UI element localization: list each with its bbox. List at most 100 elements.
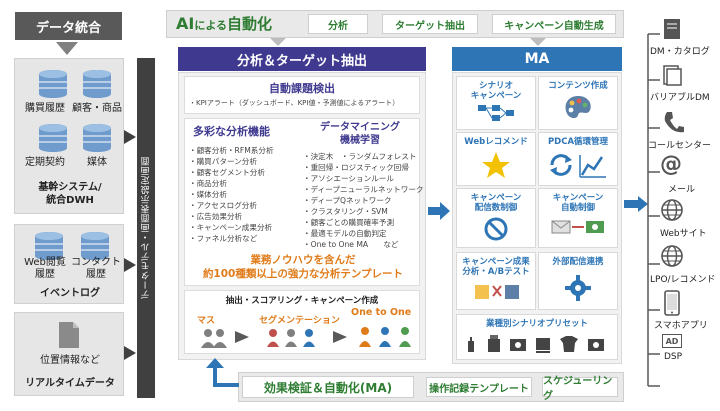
db-label-customer: 顧客・商品 (72, 103, 122, 114)
step-mass: マス (197, 316, 216, 326)
channel-variable-dm: バリアブルDM (650, 93, 710, 103)
tile-pdca[interactable]: PDCA循環管理 (538, 132, 618, 186)
scenario-flow-icon (478, 105, 514, 121)
core-system-label: 基幹システム/ 統合DWH (38, 182, 102, 206)
multi-item: ・購買パターン分析 (189, 157, 257, 166)
tile-external-delivery[interactable]: 外部配信連携 (538, 252, 618, 310)
mining-item: ・最適モデルの自動判定 (303, 229, 387, 238)
extract-card: 抽出・スコアリング・キャンペーン作成 マス セグメンテーション One to O… (184, 290, 420, 354)
mining-title: データマイニング 機械学習 (320, 122, 400, 146)
document-icon (59, 322, 79, 348)
chip-target-extraction[interactable]: ターゲット抽出 (382, 14, 478, 34)
multi-item: ・広告効果分析 (189, 212, 243, 221)
individual-persons-icon (359, 327, 411, 347)
mining-item: ・ディープQネットワーク (303, 196, 392, 205)
multi-item: ・媒体分析 (189, 190, 227, 199)
right-arrow-icon (124, 346, 136, 360)
database-icon (35, 232, 63, 260)
db-label-purchase: 購買履歴 (25, 103, 65, 114)
people-group-icon (201, 329, 227, 348)
globe-icon (661, 199, 683, 221)
ma-header: MA (452, 47, 622, 71)
industry-icons (468, 335, 604, 353)
mining-item: ・One to One MA など (303, 240, 399, 249)
smartphone-icon (664, 290, 680, 316)
db-label-contact-history: コンタクト 履歴 (71, 257, 121, 280)
analysis-header: 分析＆ターゲット抽出 (178, 47, 426, 71)
analysis-functions-card: 多彩な分析機能 ・顧客分析・RFM系分析・購買パターン分析・顧客セグメント分析・… (184, 118, 424, 286)
multi-list: ・顧客分析・RFM系分析・購買パターン分析・顧客セグメント分析・商品分析・媒体分… (189, 145, 299, 244)
multi-item: ・商品分析 (189, 179, 227, 188)
channel-bracket (647, 33, 660, 387)
catalog-icon (664, 19, 680, 39)
ad-icon: AD (662, 334, 682, 348)
phone-icon (664, 112, 684, 133)
tile-auto-control[interactable]: キャンペーン 自動制御 (538, 188, 618, 248)
at-sign-icon: @ (660, 152, 682, 177)
tile-industry-preset[interactable]: 業種別シナリオプリセット (456, 314, 618, 360)
right-arrow-icon (428, 202, 450, 220)
channel-lpo-recommend: LPO/レコメンド (650, 275, 716, 285)
db-label-web-history: Web閲覧 履歴 (24, 257, 66, 280)
mining-item: ・重回帰・ロジスティック回帰 (303, 163, 409, 172)
right-arrow-icon (124, 258, 136, 272)
chip-operation-template[interactable]: 操作記録テンプレート (426, 377, 532, 397)
multi-item: ・顧客セグメント分析 (189, 168, 265, 177)
multi-item: ・顧客分析・RFM系分析 (189, 146, 274, 155)
down-arrow-icon (56, 42, 78, 55)
auto-delivery-icon (551, 220, 604, 234)
channel-website: Webサイト (660, 229, 707, 239)
right-arrow-icon (624, 196, 648, 212)
tile-content-creation[interactable]: コンテンツ作成 (538, 76, 618, 130)
tile-web-recommend[interactable]: Webレコメンド (456, 132, 536, 186)
mining-item: ・クラスタリング・SVM (303, 207, 388, 216)
channel-smartphone-app: スマホアプリ (654, 321, 708, 331)
mining-item: ・決定木 ・ランダムフォレスト (303, 152, 417, 161)
data-model-settings-bar[interactable]: データモデル・画面表示設定画面 (137, 58, 155, 398)
event-log-label: イベントログ (40, 288, 100, 299)
auto-task-title: 自動課題検出 (269, 82, 335, 95)
right-arrow-icon (333, 331, 347, 343)
mining-item: ・アソシエーションルール (303, 174, 394, 183)
channel-dsp: DSP (664, 352, 683, 362)
extract-title: 抽出・スコアリング・キャンペーン作成 (225, 296, 379, 306)
multi-item: ・アクセスログ分析 (189, 201, 257, 210)
down-arrow-icon (270, 38, 286, 46)
auto-task-desc: ・KPIアラート（ダッシュボード、KPI値・予測値によるアラート） (189, 99, 400, 107)
right-arrow-icon (124, 130, 136, 144)
step-segmentation: セグメンテーション (259, 316, 340, 326)
channel-call-center: コールセンター (648, 141, 712, 151)
realtime-box: 位置情報など リアルタイムデータ (14, 312, 124, 396)
feedback-arrow-icon (206, 358, 239, 387)
data-integration-header: データ統合 (15, 12, 122, 40)
database-icon (81, 232, 109, 260)
prohibit-icon (484, 217, 508, 241)
event-log-box: Web閲覧 履歴 コンタクト 履歴 イベントログ (14, 224, 124, 304)
tile-delivery-control[interactable]: キャンペーン 配信数制御 (456, 188, 536, 248)
template-text: 業務ノウハウを含んだ 約100種類以上の強力な分析テンプレート (202, 254, 404, 280)
database-icon (83, 70, 111, 98)
down-arrow-icon (530, 38, 546, 46)
right-arrow-icon (235, 331, 249, 343)
multi-item: ・キャンペーン成果分析 (189, 223, 273, 232)
mining-list: ・決定木 ・ランダムフォレスト・重回帰・ロジスティック回帰・アソシエーションルー… (303, 151, 424, 250)
pdca-cycle-icon (550, 154, 606, 178)
mining-item: ・顧客ごとの購買確率予測 (303, 218, 395, 227)
chip-campaign-autogen[interactable]: キャンペーン自動生成 (492, 14, 616, 34)
chip-scheduling[interactable]: スケジューリング (542, 376, 618, 402)
database-icon (39, 70, 67, 98)
database-icon (83, 124, 111, 152)
auto-task-card: 自動課題検出 ・KPIアラート（ダッシュボード、KPI値・予測値によるアラート） (184, 76, 420, 114)
database-icon (39, 124, 67, 152)
db-label-media: 媒体 (87, 157, 107, 168)
multi-title: 多彩な分析機能 (193, 125, 270, 138)
multi-item: ・ファネル分析など (189, 234, 258, 243)
effect-verification-title: 効果検証＆自動化(MA) (242, 376, 414, 398)
star-icon (482, 152, 510, 178)
db-label-contract: 定期契約 (25, 157, 65, 168)
chip-analysis[interactable]: 分析 (308, 14, 368, 34)
tile-scenario-campaign[interactable]: シナリオ キャンペーン (456, 76, 536, 130)
channel-dm-catalog: DM・カタログ (650, 47, 710, 57)
tile-ab-test[interactable]: キャンペーン成果 分析・A/Bテスト (456, 252, 536, 310)
palette-icon (565, 96, 591, 119)
